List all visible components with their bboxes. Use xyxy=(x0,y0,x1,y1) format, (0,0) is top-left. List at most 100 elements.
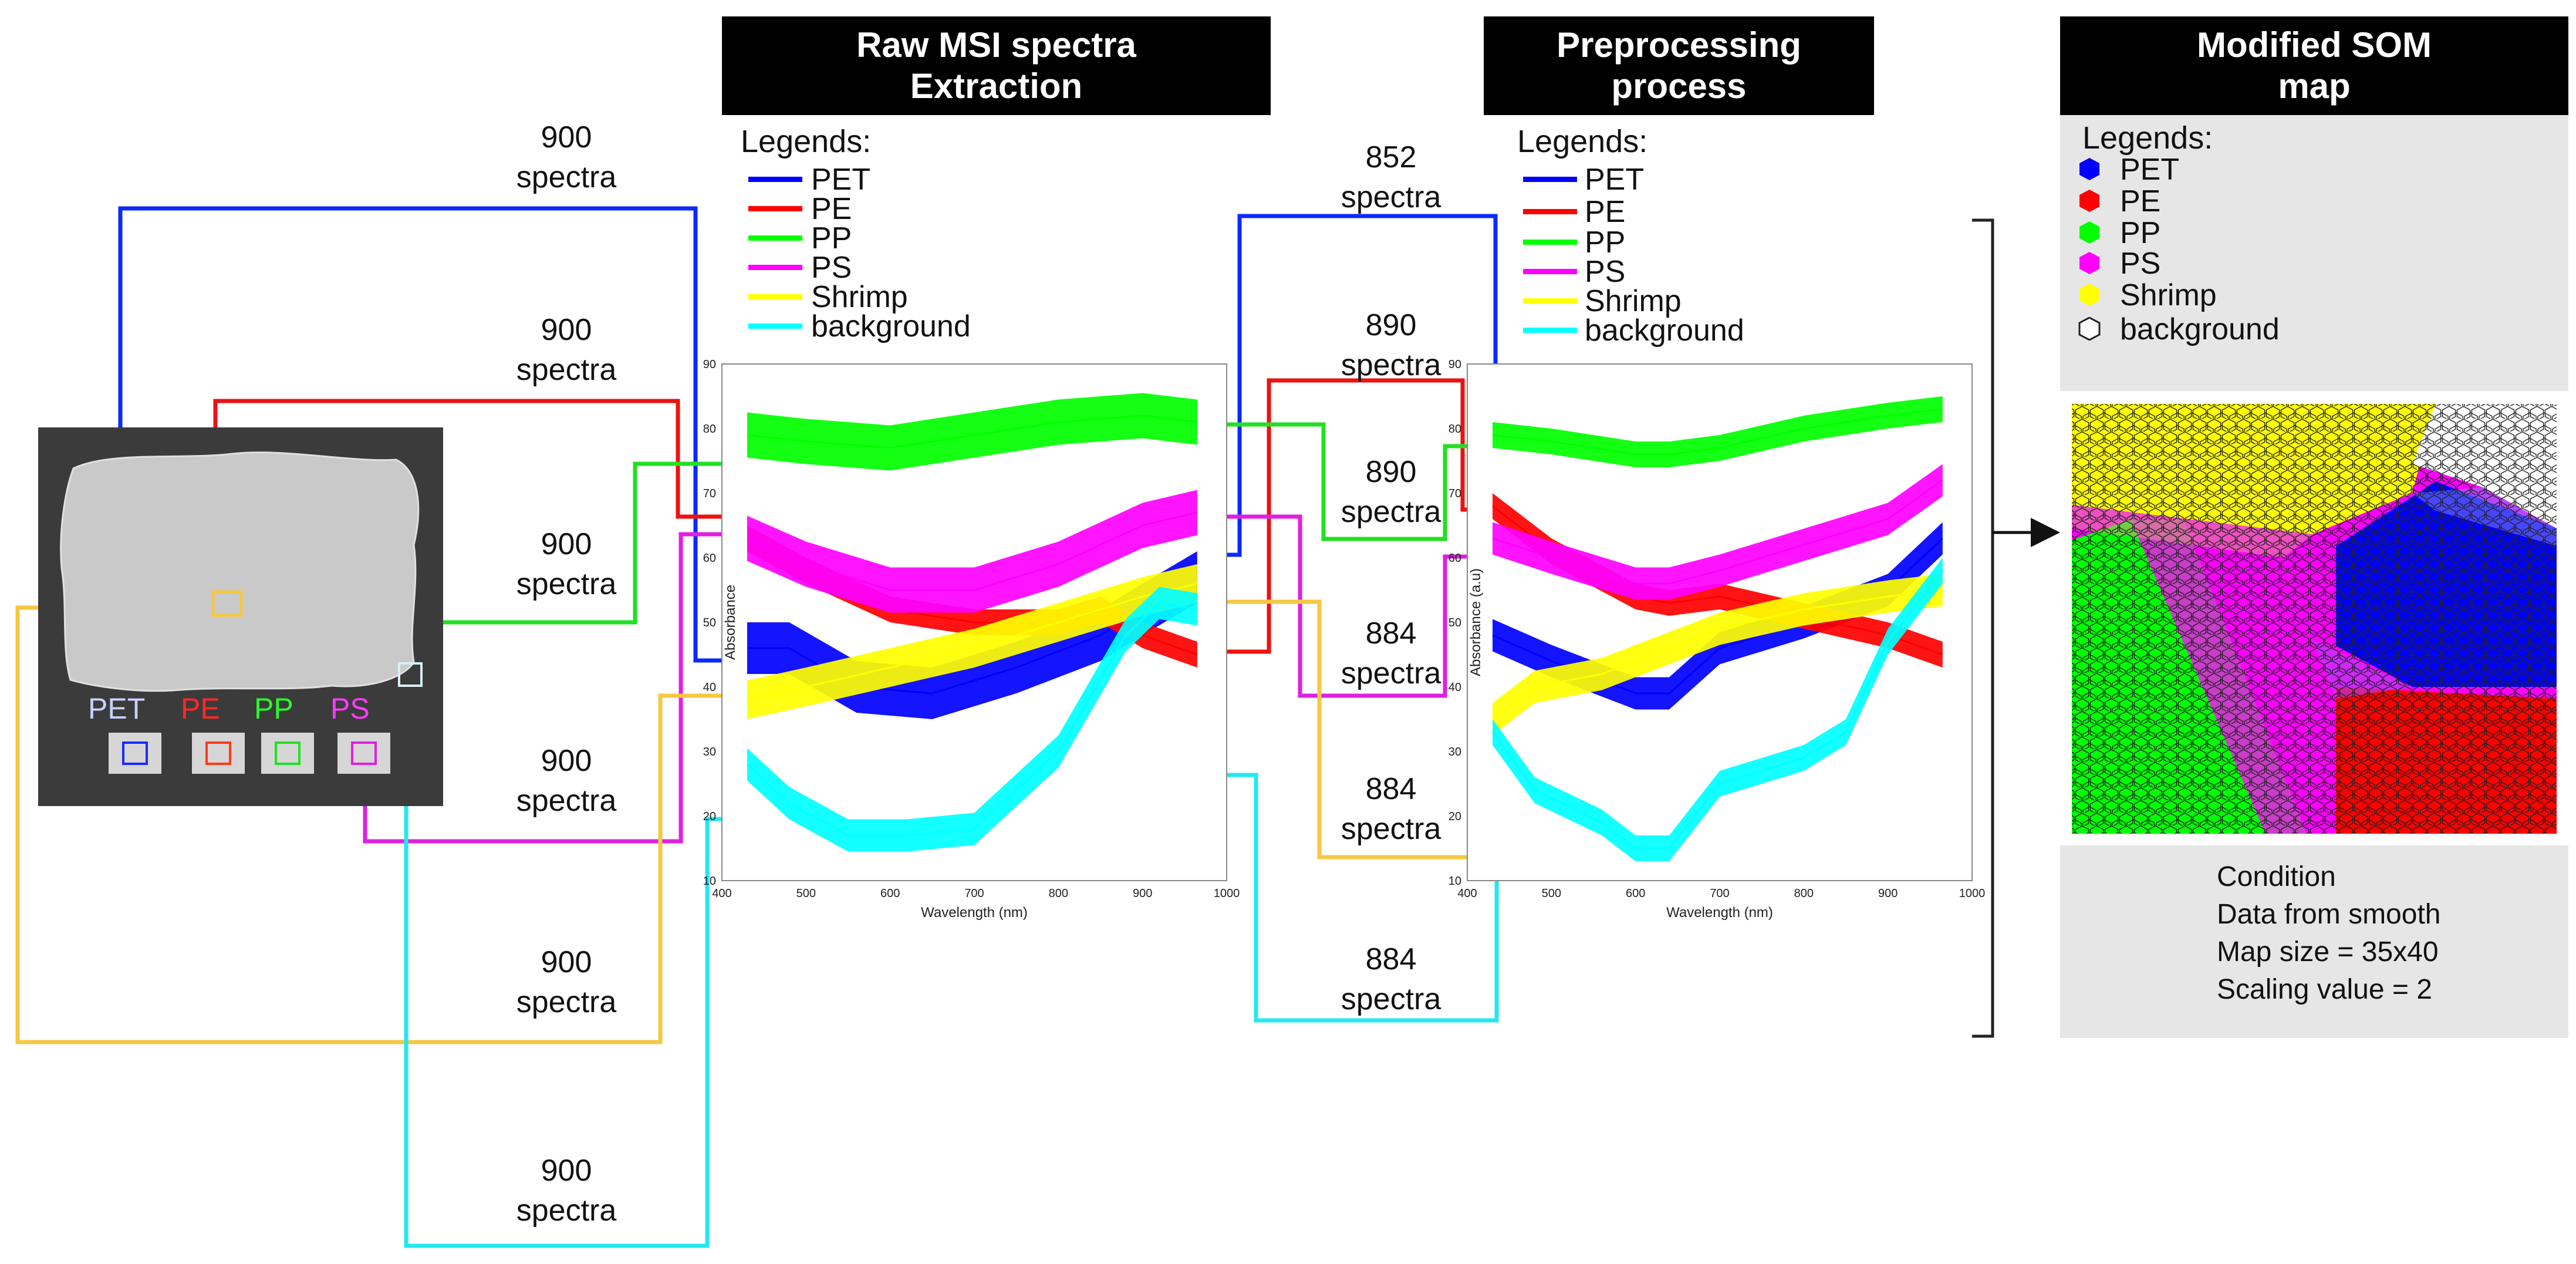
raw-series-ps-band xyxy=(747,490,1197,613)
raw-count-shrimp-unit: spectra xyxy=(516,985,617,1019)
connector-pre-pp xyxy=(1215,422,1520,541)
pre-legend-line-pe xyxy=(1523,209,1577,214)
connector-pre-ps xyxy=(1215,514,1520,698)
pre-count-pp-unit: spectra xyxy=(1341,495,1441,529)
pre-legend-line-pet xyxy=(1523,177,1577,182)
photo-shapes xyxy=(60,451,423,774)
ps-roi-box xyxy=(351,741,377,765)
pre-ytick-8: 90 xyxy=(1449,358,1461,371)
pre-legend-ps: PS xyxy=(1585,255,1626,289)
raw-count-pe-num: 900 xyxy=(541,313,592,347)
pre-xtick-1: 500 xyxy=(1542,887,1561,900)
raw-xtick-4: 800 xyxy=(1049,887,1068,900)
header-pre-line2: process xyxy=(1611,66,1747,106)
raw-ytick-8: 90 xyxy=(703,358,716,371)
raw-ytick-2: 30 xyxy=(703,746,716,759)
som-hex-map xyxy=(2072,404,2557,834)
raw-xtick-2: 600 xyxy=(880,887,900,900)
header-som-line1: Modified SOM xyxy=(2197,25,2432,65)
raw-series-pp-line xyxy=(747,414,1198,449)
raw-legend-title: Legends: xyxy=(741,124,872,159)
pet-sample xyxy=(109,733,161,774)
som-hex-grid xyxy=(2072,404,2557,834)
pre-series-ps-band xyxy=(1493,464,1943,600)
pre-legend-background: background xyxy=(1585,314,1744,348)
background-roi-box xyxy=(398,662,423,687)
raw-legend-line-pp xyxy=(748,235,802,241)
pre-count-ps-unit: spectra xyxy=(1341,656,1441,690)
pet-roi-box xyxy=(122,741,148,765)
pre-legend-line-background xyxy=(1523,328,1577,333)
pre-series-background-band xyxy=(1493,558,1943,861)
som-legend-hex-pet xyxy=(2079,158,2099,180)
pre-count-ps-num: 884 xyxy=(1365,616,1417,650)
raw-count-shrimp-num: 900 xyxy=(541,945,592,979)
pre-legend-pet: PET xyxy=(1585,163,1645,197)
raw-legend-pet: PET xyxy=(811,163,871,197)
raw-count-pp-unit: spectra xyxy=(516,567,617,601)
ps-sample xyxy=(337,733,390,774)
pre-count-ps: 884 spectra xyxy=(1326,614,1456,693)
pre-ytick-2: 30 xyxy=(1449,746,1461,759)
som-legend-hex-shrimp xyxy=(2079,284,2099,306)
condition-panel: Condition Data from smooth Map size = 35… xyxy=(2060,845,2568,1038)
raw-ylabel: Absorbance xyxy=(723,585,738,660)
som-regions xyxy=(2072,404,2557,834)
som-legend-ps: PS xyxy=(2120,247,2161,281)
raw-xtick-5: 900 xyxy=(1133,887,1152,900)
pre-ytick-6: 70 xyxy=(1449,487,1461,500)
pe-roi-box xyxy=(205,741,231,765)
raw-count-pet-num: 900 xyxy=(541,120,592,154)
pp-roi-box xyxy=(275,741,301,765)
pre-legend-line-ps xyxy=(1523,269,1577,274)
raw-legend-pp: PP xyxy=(811,221,852,255)
raw-ytick-1: 20 xyxy=(703,810,716,823)
pre-legend-line-shrimp xyxy=(1523,298,1577,304)
raw-count-ps-num: 900 xyxy=(541,744,592,778)
pre-xtick-2: 600 xyxy=(1626,887,1645,900)
pre-legend-line-pp xyxy=(1523,240,1577,245)
pre-count-pet-unit: spectra xyxy=(1341,180,1441,214)
header-som-line2: map xyxy=(2278,66,2351,106)
header-raw-msi: Raw MSI spectra Extraction xyxy=(722,16,1271,115)
raw-ytick-3: 40 xyxy=(703,681,716,694)
raw-legend-line-pet xyxy=(748,177,802,182)
pre-series-shrimp-band xyxy=(1493,574,1943,736)
som-legend-shrimp: Shrimp xyxy=(2120,278,2217,312)
raw-legend-line-ps xyxy=(748,265,802,270)
raw-xtick-3: 700 xyxy=(964,887,984,900)
pre-xlabel: Wavelength (nm) xyxy=(1666,905,1773,921)
pre-legend-shrimp: Shrimp xyxy=(1585,284,1682,318)
raw-legend-background: background xyxy=(811,309,971,343)
pre-series-pe-band xyxy=(1493,493,1943,668)
raw-xtick-6: 1000 xyxy=(1214,887,1240,900)
pre-series-ps-line xyxy=(1492,479,1943,585)
raw-count-background-unit: spectra xyxy=(516,1194,617,1228)
raw-series-shrimp-line xyxy=(747,582,1198,701)
header-raw-line1: Raw MSI spectra xyxy=(856,25,1136,65)
raw-legend-line-background xyxy=(748,323,802,329)
pre-series-background-line xyxy=(1491,570,1944,850)
pre-legend-title: Legends: xyxy=(1517,124,1648,159)
raw-count-background-num: 900 xyxy=(541,1154,592,1188)
pre-series-shrimp-line xyxy=(1492,589,1943,720)
connector-raw-ps xyxy=(363,532,772,844)
som-legend-background: background xyxy=(2120,312,2280,346)
shrimp-tissue xyxy=(60,451,420,692)
raw-series-pp-band xyxy=(747,393,1197,471)
pre-xtick-5: 900 xyxy=(1878,887,1898,900)
header-pre-line1: Preprocessing xyxy=(1557,25,1801,65)
connector-raw-pet xyxy=(118,206,772,681)
condition-line-1: Condition xyxy=(2217,861,2336,892)
pre-xtick-0: 400 xyxy=(1457,887,1477,900)
raw-legend-shrimp: Shrimp xyxy=(811,280,908,314)
